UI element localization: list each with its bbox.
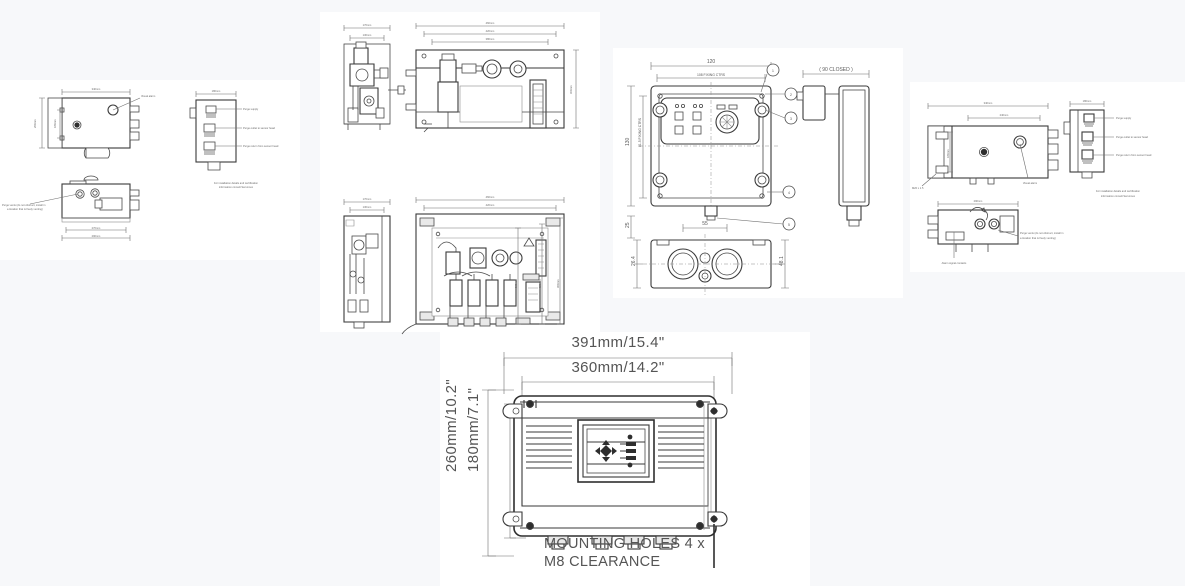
callout-purge-return: Purge return from sensor head <box>1116 153 1152 157</box>
view-front-internal-lower: 460mm 420mm <box>401 195 565 335</box>
cable-glands <box>547 535 677 550</box>
dim-tc-10: 420mm <box>486 203 495 207</box>
dim-tc-4: 420mm <box>486 29 495 33</box>
dim-tc-12: 330mm <box>538 279 542 288</box>
drawing-far-right: 340mm 240mm 180mm Visual alarm <box>912 99 1152 265</box>
view-plan-far-right: 340mm 240mm 180mm Visual alarm <box>912 101 1059 190</box>
button-stack[interactable] <box>620 434 636 468</box>
dim-tc-5: 380mm <box>486 37 495 41</box>
callout-purge-supply: Purge supply <box>1116 116 1132 120</box>
drawing-top-centre: 170mm 130mm 460mm <box>343 21 579 335</box>
dim-fr-height: 180mm <box>946 149 950 158</box>
dim-tc-3: 460mm <box>486 21 495 25</box>
view-side-top-left: 180mm Purge supply Purge outlet to senso… <box>189 89 279 189</box>
note-consult-tl: For installation details and certificati… <box>214 181 259 185</box>
callout-purge-supply-tl: Purge supply <box>243 107 259 111</box>
dim-label-overall-width: 391mm/15.4" <box>571 334 664 351</box>
panel-top-centre: 170mm 130mm 460mm <box>320 12 600 335</box>
dim-overall-height: 130 <box>625 137 631 146</box>
view-front-far-right: 290mm Alarm signal contacts Purge vents … <box>927 199 1064 265</box>
dim-tc-7: 170mm <box>363 197 372 201</box>
view-side-far-right: 180mm Purge supply Purge outlet to senso… <box>1063 99 1152 198</box>
dim-tc-13: 360mm <box>556 279 560 288</box>
dimension-body-width: 360mm/14.2" <box>521 359 715 390</box>
dim-front-overall: 290mm <box>92 234 101 238</box>
view-transmitter-front: 120 108 FIXING CTRS 130 81.5 FIXING CTRS… <box>625 59 798 239</box>
callout-purge-vents-tl-2: a location that is freely venting) <box>7 207 43 211</box>
callout-purge-outlet: Purge outlet to sensor head <box>1116 135 1148 139</box>
view-transmitter-side: ( 90 CLOSED ) <box>796 67 870 227</box>
dim-label-body-width: 360mm/14.2" <box>571 359 664 376</box>
enclosure-body <box>502 395 728 550</box>
drawing-top-left: 340mm 260mm 180mm Visual alarm <box>2 87 279 241</box>
note-consult-fr: For installation details and certificati… <box>1096 189 1141 193</box>
balloon-3: 3 <box>790 117 792 121</box>
caption-line-2: M8 CLEARANCE <box>544 554 660 570</box>
dim-gland-offset-left: 26.4 <box>631 256 637 266</box>
dim-tc-1: 170mm <box>363 23 372 27</box>
louvre-vents <box>526 425 704 469</box>
mounting-lugs <box>502 400 728 530</box>
dim-label-body-height: 180mm/7.1" <box>465 388 482 472</box>
panel-top-right: 120 108 FIXING CTRS 130 81.5 FIXING CTRS… <box>613 48 903 298</box>
dim-plan-inner: 180mm <box>53 119 57 128</box>
dim-gland-ctrs: 55 <box>702 221 708 227</box>
dim-side-width: 180mm <box>212 89 221 93</box>
panel-main-elevation: 391mm/15.4" 360mm/14.2" 260mm/10.2" 180m… <box>440 332 810 586</box>
callout-purge-return-tl: Purge return from sensor head <box>243 144 279 148</box>
callout-purge-vents-2: a location that is freely venting) <box>1020 236 1056 240</box>
callout-purge-outlet-tl: Purge outlet to sensor head <box>243 126 275 130</box>
callout-purge-vents-tl: Purge vents (do not obstruct, install in <box>2 203 46 207</box>
balloon-4: 4 <box>788 191 790 195</box>
drawing-main-elevation: 391mm/15.4" 360mm/14.2" 260mm/10.2" 180m… <box>443 334 733 570</box>
view-front-top-left: 270mm 290mm Purge vents (do not obstruct… <box>2 175 140 241</box>
view-side-section-upper: 170mm 130mm <box>343 23 391 130</box>
view-transmitter-bottom: 55 26.4 48.1 <box>631 221 789 296</box>
dim-overall-width: 120 <box>707 59 716 65</box>
dim-fixing-ctrs-h: 108 FIXING CTRS <box>697 73 726 77</box>
drawing-top-right: 120 108 FIXING CTRS 130 81.5 FIXING CTRS… <box>625 59 870 296</box>
note-consult-fr-2: information consult Servomex <box>1101 194 1136 198</box>
dim-tc-2: 130mm <box>363 33 372 37</box>
dimension-overall-height: 260mm/10.2" <box>443 379 496 557</box>
callout-alarm-signal-contacts: Alarm signal contacts <box>942 261 967 265</box>
dim-plan-width: 340mm <box>92 87 101 91</box>
callout-visual-alarm: Visual alarm <box>1023 181 1037 185</box>
dim-plan-depth: 260mm <box>33 119 37 128</box>
callout-m20-glands: M20 x 1.5 <box>912 186 924 190</box>
panel-top-left: 340mm 260mm 180mm Visual alarm <box>0 80 300 260</box>
dim-tc-9: 460mm <box>486 195 495 199</box>
dim-fr-side: 180mm <box>1083 99 1092 103</box>
dim-tc-6: 300mm <box>569 85 573 94</box>
view-plan-section-upper: 460mm 420mm 380mm <box>388 21 579 133</box>
view-plan-top-left: 340mm 260mm 180mm Visual alarm <box>33 87 155 159</box>
dim-label-overall-height: 260mm/10.2" <box>443 379 460 472</box>
view-side-section-lower: 170mm 130mm <box>343 197 391 329</box>
panel-far-right: 340mm 240mm 180mm Visual alarm <box>910 82 1185 272</box>
dim-gland-offset-right: 48.1 <box>779 256 785 266</box>
callout-purge-vents: Purge vents (do not obstruct, install in <box>1020 231 1064 235</box>
dim-base-offset: 25 <box>625 222 631 228</box>
balloon-2: 2 <box>790 93 792 97</box>
callout-visual-alarm-tl: Visual alarm <box>141 94 155 98</box>
navigation-keypad[interactable] <box>595 440 617 462</box>
balloon-1: 1 <box>772 69 774 73</box>
caption-line-1: MOUNTING HOLES 4 x <box>544 536 705 552</box>
dim-fr-detail: 290mm <box>974 199 983 203</box>
display-window <box>577 419 655 483</box>
dim-front-width: 270mm <box>92 226 101 230</box>
dim-depth-closed: ( 90 CLOSED ) <box>819 67 853 73</box>
dim-fr-overall: 340mm <box>984 101 993 105</box>
dim-fixing-ctrs-v: 81.5 FIXING CTRS <box>638 117 642 147</box>
dim-fr-inner: 240mm <box>1000 113 1009 117</box>
dim-tc-11: 300mm <box>514 279 518 288</box>
balloon-5: 5 <box>788 223 790 227</box>
note-consult-tl-2: information consult Servomex <box>219 185 254 189</box>
dim-tc-8: 130mm <box>363 205 372 209</box>
